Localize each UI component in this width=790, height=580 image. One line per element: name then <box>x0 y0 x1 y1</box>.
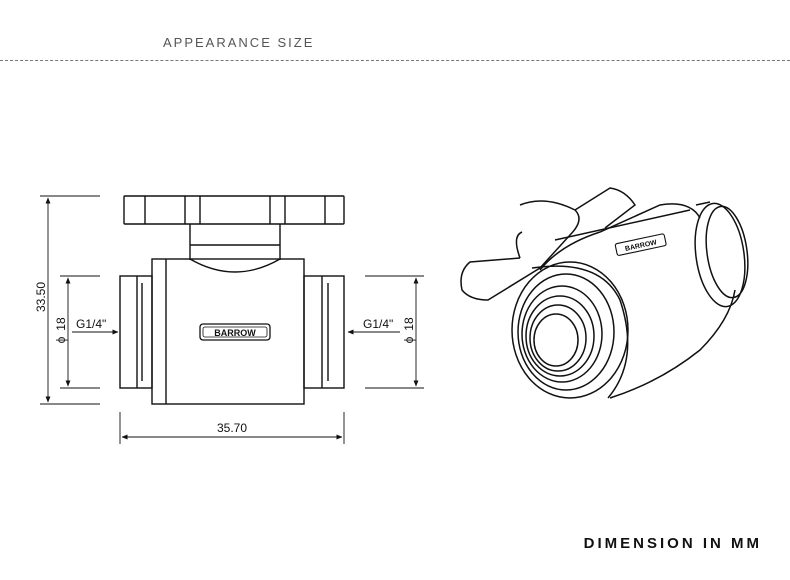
diameter-symbol-left: ϕ <box>54 336 68 343</box>
left-port <box>119 275 153 389</box>
left-thread-label: G1/4" <box>76 317 106 331</box>
handle-wing-left <box>460 257 541 301</box>
handle-bar <box>123 195 345 225</box>
brand-logo-text: BARROW <box>214 328 256 338</box>
dimension-lines <box>40 195 424 444</box>
dimension-width-label: 35.70 <box>217 421 247 435</box>
dimension-right-diameter-label: 18 <box>402 317 416 331</box>
brand-badge-perspective: BARROW <box>614 233 667 256</box>
handle-wing-right <box>574 187 637 229</box>
diameter-symbol-right: ϕ <box>402 336 416 343</box>
front-port-ring <box>511 261 629 399</box>
front-view <box>119 195 345 405</box>
dashed-divider <box>0 60 790 61</box>
units-note: DIMENSION IN MM <box>583 535 762 552</box>
right-port <box>303 275 345 389</box>
brand-badge-front: BARROW <box>199 323 271 341</box>
perspective-view <box>460 187 749 399</box>
dimension-left-diameter-label: 18 <box>54 317 68 331</box>
dimension-height-label: 33.50 <box>34 282 48 312</box>
section-title: APPEARANCE SIZE <box>163 35 315 50</box>
right-thread-label: G1/4" <box>363 317 393 331</box>
